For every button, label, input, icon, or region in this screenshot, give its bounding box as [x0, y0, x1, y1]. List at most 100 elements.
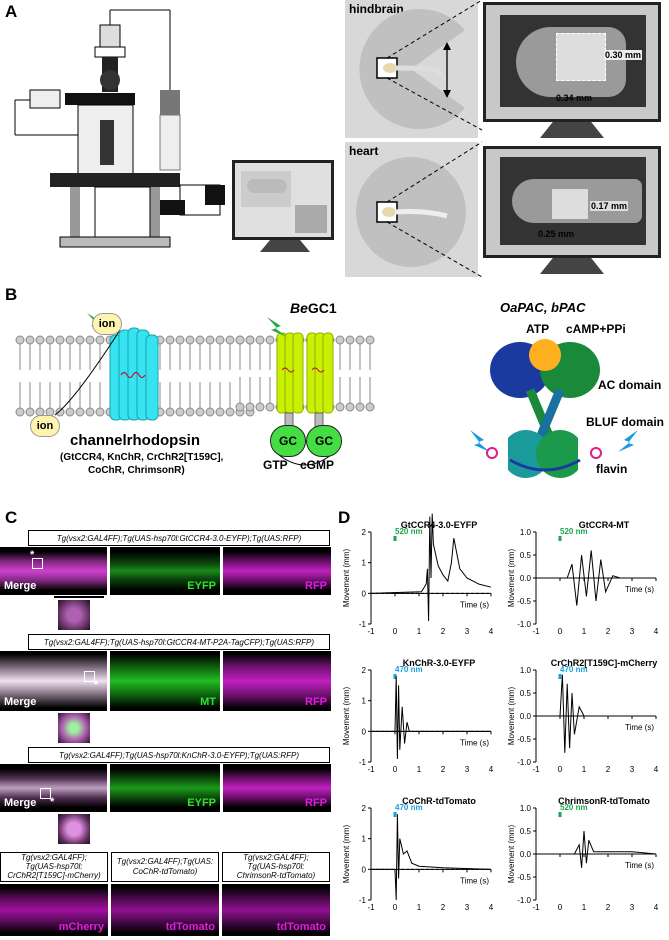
x-tick-label: 4	[489, 627, 494, 636]
panel-letter-d: D	[338, 508, 351, 527]
x-tick-label: 0	[558, 627, 563, 636]
y-tick-label: 1.0	[520, 528, 532, 537]
y-tick-label: 0	[362, 727, 367, 736]
begc1-title-rest: GC1	[307, 300, 337, 316]
x-tick-label: 2	[441, 627, 446, 636]
gc-left: GC	[270, 425, 306, 457]
row1-red-tag: RFP	[305, 580, 327, 592]
x-tick-label: 1	[417, 903, 422, 912]
x-tick-label: 1	[417, 765, 422, 774]
y-tick-label: -1	[359, 620, 367, 629]
channel-list-2: CoChR, ChrimsonR)	[88, 465, 185, 476]
x-axis-label: Time (s)	[625, 585, 654, 594]
row4-genotype-3-line-3: ChrimsonR-tdTomato)	[236, 871, 316, 880]
row2-genotype: Tg(vsx2:GAL4FF);Tg(UAS-hsp70l:GtCCR4-MT-…	[28, 634, 330, 650]
x-tick-label: 2	[606, 765, 611, 774]
x-tick-label: -1	[532, 765, 540, 774]
chart-title: CrChR2[T159C]-mCherry	[551, 658, 658, 668]
row3-green-tag: EYFP	[187, 797, 216, 809]
y-tick-label: 0	[362, 589, 367, 598]
gtp-label: GTP	[263, 458, 288, 472]
y-tick-label: 1.0	[520, 666, 532, 675]
y-tick-label: -1	[359, 758, 367, 767]
x-tick-label: 2	[606, 627, 611, 636]
row4-genotype-2-line-1: Tg(vsx2:GAL4FF);Tg(UAS:	[116, 857, 214, 866]
row1-red-image: RFP	[223, 547, 331, 595]
ion-top: ion	[92, 313, 122, 335]
channel-title: channelrhodopsin	[70, 432, 201, 449]
y-tick-label: 2	[362, 528, 367, 537]
y-tick-label: -1.0	[517, 896, 531, 905]
row3-asterisk: *	[50, 796, 55, 808]
light-label: 470 nm	[395, 665, 423, 674]
row3-red-tag: RFP	[305, 797, 327, 809]
x-tick-label: 3	[465, 765, 470, 774]
y-axis-label: Movement (mm)	[342, 549, 351, 608]
heart-monitor-stand	[540, 258, 604, 274]
light-marker	[558, 536, 562, 541]
y-tick-label: 0.0	[520, 574, 532, 583]
series-line	[536, 550, 656, 606]
x-tick-label: 1	[582, 627, 587, 636]
hindbrain-width-label: 0.34 mm	[556, 93, 593, 103]
x-tick-label: 0	[558, 765, 563, 774]
pac-title: OaPAC, bPAC	[500, 300, 586, 315]
row4-genotype-3-line-2: Tg(UAS-hsp70l:	[247, 862, 305, 871]
series-line	[370, 513, 492, 621]
hindbrain-dish-drawing	[359, 9, 465, 130]
ac-domain-label: AC domain	[598, 378, 662, 392]
x-tick-label: -1	[532, 627, 540, 636]
hindbrain-zoom-lines	[386, 0, 483, 131]
x-tick-label: 0	[393, 903, 398, 912]
chart-title: CoChR-tdTomato	[402, 796, 476, 806]
row2-inset	[58, 713, 90, 743]
x-tick-label: 1	[417, 627, 422, 636]
row1-merge-image: Merge *	[0, 547, 107, 595]
x-tick-label: 4	[654, 903, 659, 912]
x-tick-label: 0	[558, 903, 563, 912]
begc1-title: BeGC1	[290, 300, 337, 316]
series-line	[536, 830, 657, 868]
cgmp-label: cGMP	[300, 458, 335, 472]
row4-genotype-1-line-3: CrChR2[T159C]-mCherry)	[7, 871, 101, 880]
y-tick-label: 0.0	[520, 712, 532, 721]
x-axis-label: Time (s)	[625, 723, 654, 732]
series-line	[536, 674, 656, 753]
row1-green-tag: EYFP	[187, 580, 216, 592]
y-tick-label: 1	[362, 835, 367, 844]
row2-merge-image: Merge *	[0, 651, 107, 711]
light-label: 520 nm	[560, 803, 588, 812]
row3-merge-image: Merge *	[0, 764, 107, 812]
y-tick-label: 2	[362, 804, 367, 813]
heart-monitor: 0.17 mm 0.25 mm	[483, 146, 661, 258]
panel-letter-a: A	[5, 2, 18, 21]
microscope-illustration	[14, 9, 225, 248]
light-label: 520 nm	[395, 527, 423, 536]
row1-scale-bar	[54, 596, 104, 598]
y-axis-label: Movement (mm)	[342, 825, 351, 884]
light-marker	[558, 812, 562, 817]
y-tick-label: -1.0	[517, 620, 531, 629]
gc-right: GC	[306, 425, 342, 457]
x-tick-label: 2	[441, 765, 446, 774]
y-tick-label: 1	[362, 697, 367, 706]
row2-asterisk: *	[94, 679, 99, 691]
row3-genotype: Tg(vsx2:GAL4FF);Tg(UAS-hsp70l:KnChR-3.0-…	[28, 747, 330, 763]
light-marker	[558, 674, 562, 679]
row4-genotype-1: Tg(vsx2:GAL4FF); Tg(UAS-hsp70l: CrChR2[T…	[0, 852, 108, 882]
begc1-title-italic: Be	[290, 300, 308, 316]
row4-image-1: mCherry	[0, 884, 108, 936]
row3-roi-box	[40, 788, 51, 799]
x-tick-label: 3	[630, 627, 635, 636]
heart-dish-drawing	[356, 157, 466, 267]
heart-width-label: 0.25 mm	[538, 229, 575, 239]
light-marker	[393, 812, 397, 817]
channel-list-1: (GtCCR4, KnChR, CrChR2[T159C],	[60, 452, 224, 463]
hindbrain-monitor: 0.30 mm 0.34 mm	[483, 2, 661, 122]
x-tick-label: -1	[367, 903, 375, 912]
row3-green-image: EYFP	[110, 764, 220, 812]
heart-label: heart	[349, 144, 379, 158]
